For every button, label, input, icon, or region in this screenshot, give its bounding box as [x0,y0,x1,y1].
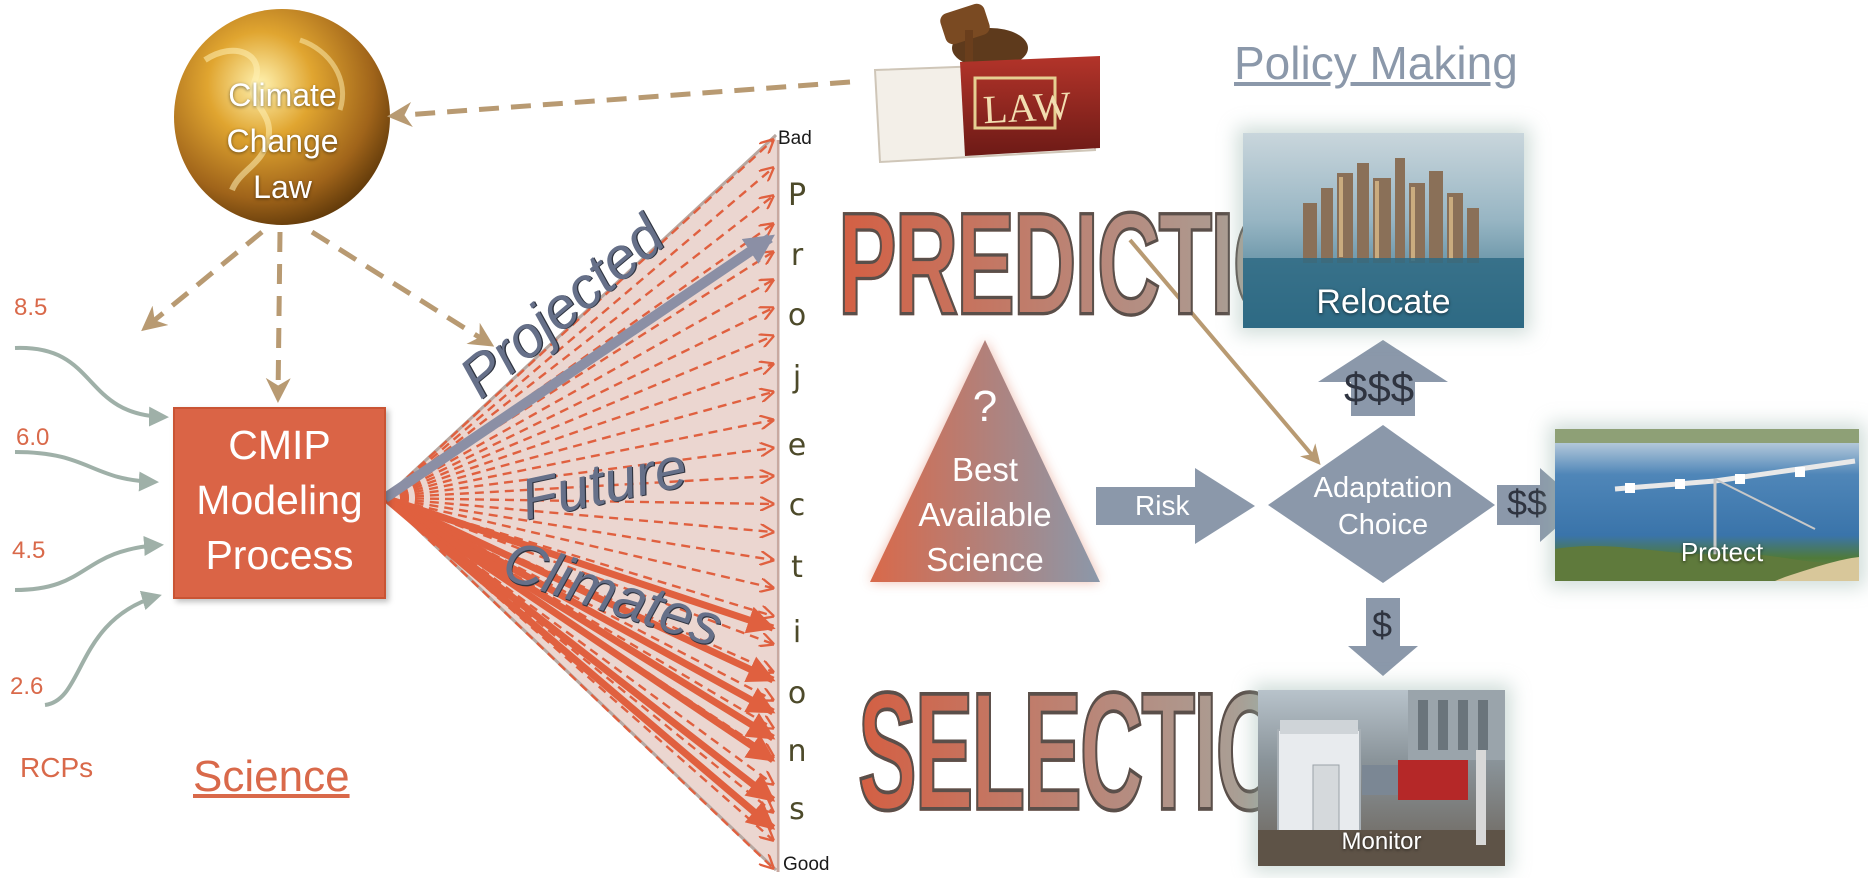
adaptation-choice-diamond [1268,425,1495,583]
adaptation-choice-label: Adaptation Choice [1288,470,1478,544]
fan-arrow [384,196,773,499]
fan-arrow [384,497,773,840]
fan-arrow-bold [383,495,776,763]
central-projection-arrow [382,233,775,503]
projections-letter: c [788,488,806,523]
cmip-box [173,407,386,599]
law-book-text: LAW [981,82,1072,133]
scale-bad: Bad [778,128,812,149]
globe-label-line1: Climate [228,77,337,113]
cmip-label-line2: Modeling [196,477,363,523]
fan-arrow-bold [382,495,776,803]
fan-arrow-bold [383,494,776,716]
projections-letter: r [790,238,804,273]
law-book-icon [873,3,1100,164]
fan-arrow [384,496,773,560]
globe-connectors [141,79,851,403]
fan-arrow [384,496,773,588]
best-science-line2: Available [918,496,1052,533]
projections-letter: o [787,676,807,711]
rcp-4-5: 4.5 [12,537,46,564]
best-science-triangle [870,340,1100,582]
rcp-input-arrows [14,345,169,707]
policy-making-title: Policy Making [1234,37,1518,89]
relocate-photo: Relocate [1243,133,1524,328]
globe-icon [174,9,390,225]
globe-label: Climate Change Law [185,72,380,210]
best-science-label: Best Available Science [890,447,1080,582]
fan-arrow [384,496,773,532]
fan-arrow [384,498,773,504]
rcp-8-5: 8.5 [14,294,48,321]
projections-letter: n [787,734,807,769]
fan-arrow-bold [383,494,776,684]
relocate-cost-arrow [1318,340,1448,416]
projections-letter: P [787,178,807,213]
projection-fan [383,133,780,872]
cmip-label: CMIP Modeling Process [174,418,385,583]
cmip-label-line1: CMIP [228,422,331,468]
fan-arrow [384,496,773,700]
fan-arrow [384,168,773,499]
cost-low: $ [1372,604,1393,645]
cmip-label-line3: Process [205,532,354,578]
rcp-6-0: 6.0 [16,424,50,451]
prediction-arrow [1128,238,1321,466]
projections-letter: t [791,550,803,585]
barrier-bridge-icon [1555,429,1859,581]
fan-arrow [384,448,773,500]
risk-arrow [1096,468,1255,544]
projections-letter: e [787,428,807,463]
adaptation-choice-line2: Choice [1337,509,1429,541]
rcps-label: RCPs [20,752,94,783]
best-science-line3: Science [926,541,1044,578]
risk-label: Risk [1135,490,1190,521]
globe-label-line2: Change [226,123,339,159]
protect-photo: Protect [1555,429,1859,581]
fan-arrow [384,420,773,500]
flooded-city-icon [1243,158,1524,328]
monitor-caption: Monitor [1341,828,1422,855]
projections-letter: o [787,298,807,333]
science-label: Science [193,752,350,801]
projections-letter: s [789,792,805,827]
projections-letter: j [792,360,802,395]
fan-arrow [384,496,773,672]
fan-arrow [384,496,773,644]
cost-mid: $$ [1507,482,1548,523]
fan-arrow [384,476,773,500]
cost-high: $$$ [1344,364,1415,411]
fan-arrow-bold [382,495,776,831]
fan-arrow [384,392,773,500]
monitor-cost-arrow [1348,598,1418,676]
fan-arrow [384,336,773,500]
protect-caption: Protect [1680,537,1764,567]
fan-arrow [384,364,773,500]
adaptation-choice-line1: Adaptation [1313,472,1453,504]
rcp-2-6: 2.6 [10,673,44,700]
monitor-photo: Monitor [1258,690,1505,866]
globe-label-line3: Law [253,169,312,205]
best-science-line1: Best [951,451,1019,488]
relocate-caption: Relocate [1316,283,1451,321]
scale-good: Good [783,854,830,875]
fan-arrow [384,308,773,500]
triangle-question-mark: ? [972,382,998,431]
projections-letter: i [792,615,802,650]
fan-arrow [384,140,773,499]
fan-dashed-arrows [382,140,776,868]
monitoring-station-icon [1258,690,1505,866]
fan-arrow-bold [383,494,776,634]
